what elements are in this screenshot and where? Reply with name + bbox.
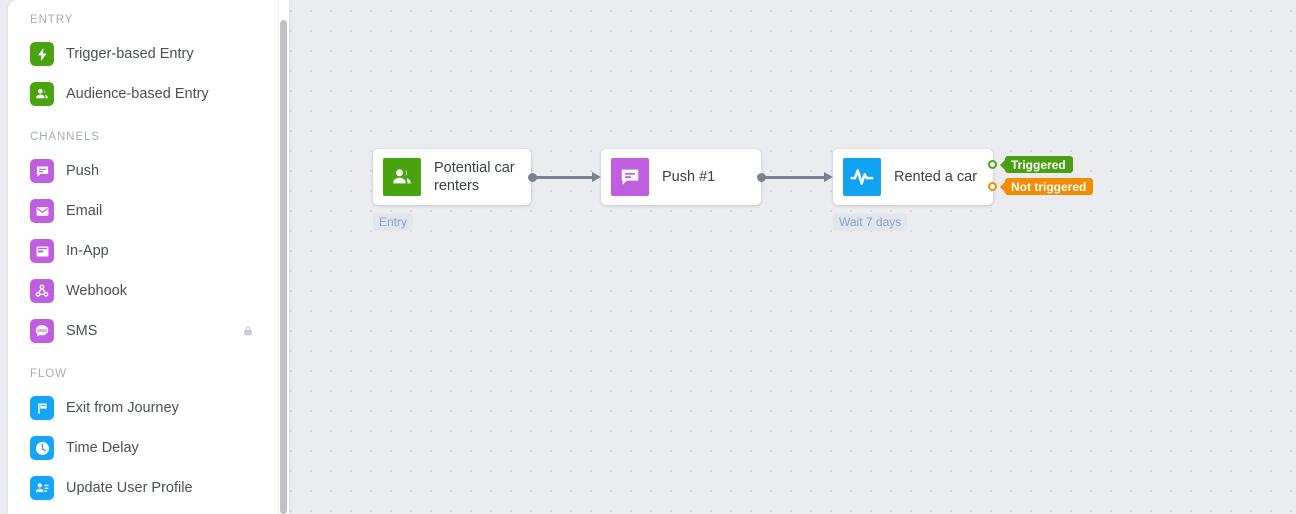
sidebar-section-channels: CHANNELS: [30, 131, 100, 143]
sidebar-item-label: Time Delay: [66, 440, 139, 456]
sidebar-item-label: Update User Profile: [66, 480, 193, 496]
sidebar-item-time-delay[interactable]: Time Delay: [22, 431, 277, 465]
sidebar-section-entry: ENTRY: [30, 14, 74, 26]
sidebar-item-label: In-App: [66, 243, 109, 259]
connector-entry-to-push[interactable]: [528, 171, 601, 183]
sidebar-item-exit-from-journey[interactable]: Exit from Journey: [22, 391, 277, 425]
sidebar-item-label: Audience-based Entry: [66, 86, 209, 102]
user-card-icon: [30, 476, 54, 500]
people-icon: [30, 82, 54, 106]
in-app-icon: [30, 239, 54, 263]
sidebar-item-trigger-based-entry[interactable]: Trigger-based Entry: [22, 37, 277, 71]
connector-arrowhead: [824, 171, 833, 182]
people-icon: [383, 158, 421, 196]
node-tag-wait: Wait 7 days: [833, 213, 908, 231]
connector-line: [765, 176, 825, 179]
outcome-badge-not-triggered[interactable]: Not triggered: [1005, 178, 1094, 195]
sidebar-section-flow: FLOW: [30, 368, 67, 380]
flow-node-entry[interactable]: Potential car renters: [373, 149, 531, 205]
sidebar-item-in-app[interactable]: In-App: [22, 234, 277, 268]
sidebar-item-label: Email: [66, 203, 103, 219]
push-message-icon: [30, 159, 54, 183]
connector-source-dot: [528, 173, 537, 182]
connector-source-dot: [757, 173, 766, 182]
activity-icon: [843, 158, 881, 196]
sidebar-item-label: Trigger-based Entry: [66, 46, 194, 62]
outcome-badge-triggered[interactable]: Triggered: [1005, 156, 1073, 173]
lightning-icon: [30, 42, 54, 66]
flow-node-push[interactable]: Push #1: [601, 149, 761, 205]
outcome-port-triggered[interactable]: [988, 160, 997, 169]
svg-text:SMS: SMS: [37, 328, 47, 333]
sidebar-scrollbar-thumb[interactable]: [280, 20, 287, 514]
flow-node-rented-a-car[interactable]: Rented a car: [833, 149, 993, 205]
sidebar-item-update-user-profile[interactable]: Update User Profile: [22, 471, 277, 505]
outcome-badge-label: Not triggered: [1011, 179, 1087, 194]
connector-push-to-rented[interactable]: [757, 171, 833, 183]
node-tag-entry: Entry: [373, 213, 414, 231]
lock-icon: [241, 324, 255, 338]
node-title: Rented a car: [894, 168, 978, 185]
sidebar-item-email[interactable]: Email: [22, 194, 277, 228]
connector-arrowhead: [592, 171, 601, 182]
sidebar-item-label: Push: [66, 163, 100, 179]
sidebar-item-audience-based-entry[interactable]: Audience-based Entry: [22, 77, 277, 111]
node-title: Potential car renters: [434, 159, 515, 194]
sidebar-item-sms[interactable]: SMS SMS: [22, 314, 277, 348]
node-title: Push #1: [662, 168, 716, 185]
sidebar-item-webhook[interactable]: Webhook: [22, 274, 277, 308]
outcome-badge-label: Triggered: [1011, 157, 1066, 172]
sidebar-item-label: Webhook: [66, 283, 127, 299]
sms-bubble-icon: SMS: [30, 319, 54, 343]
sidebar-item-label: Exit from Journey: [66, 400, 179, 416]
flag-icon: [30, 396, 54, 420]
sidebar-item-label: SMS: [66, 323, 98, 339]
push-message-icon: [611, 158, 649, 196]
sidebar-item-push[interactable]: Push: [22, 154, 277, 188]
connector-line: [536, 176, 593, 179]
envelope-icon: [30, 199, 54, 223]
components-sidebar: ENTRY Trigger-based Entry Audience-based…: [8, 0, 289, 514]
outcome-port-not-triggered[interactable]: [988, 182, 997, 191]
clock-icon: [30, 436, 54, 460]
webhook-icon: [30, 279, 54, 303]
